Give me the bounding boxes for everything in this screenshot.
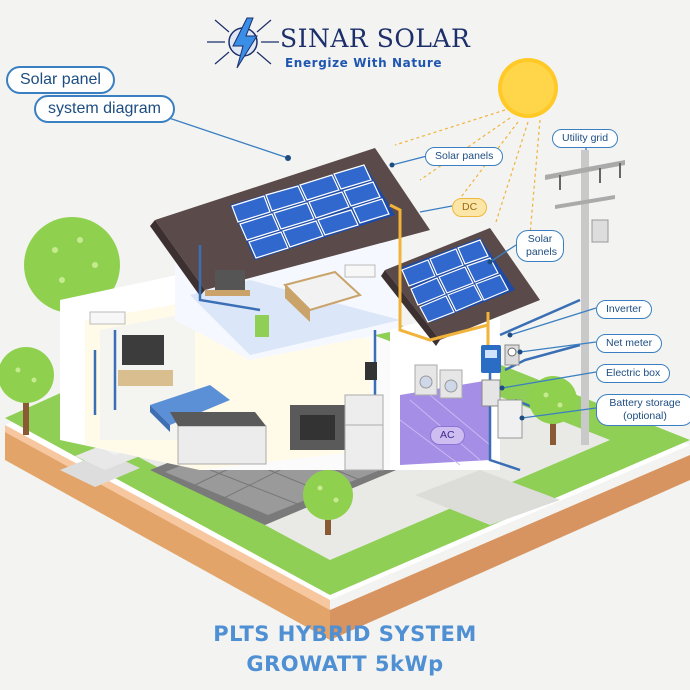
label-dc: DC [452, 198, 488, 217]
brand-header: SINAR SOLAR Energize With Nature [205, 12, 470, 72]
footer-title-line2: GROWATT 5kWp [246, 652, 444, 676]
label-ac: AC [430, 426, 465, 445]
diagram-title-line1: Solar panel [6, 66, 115, 94]
label-battery-storage: Battery storage (optional) [596, 394, 690, 426]
lightning-sun-logo-icon [207, 17, 279, 69]
diagram-title: Solar panel system diagram [6, 66, 194, 124]
label-solar-panels-annex: Solar panels [516, 230, 564, 262]
bedroom-furniture [205, 264, 376, 337]
label-net-meter: Net meter [596, 334, 663, 353]
label-electric-box: Electric box [596, 364, 671, 383]
sun-icon [498, 58, 558, 118]
house-annex [390, 300, 500, 470]
kitchen-appliances [290, 362, 384, 471]
brand-name: SINAR SOLAR [280, 24, 471, 53]
solar-panels-main [231, 164, 390, 259]
footer-title-line1: PLTS HYBRID SYSTEM [213, 622, 477, 646]
brand-tagline: Energize With Nature [285, 56, 443, 70]
label-utility-grid: Utility grid [552, 129, 619, 148]
label-inverter: Inverter [596, 300, 652, 319]
label-solar-panels-main: Solar panels [425, 147, 504, 166]
dc-wire [389, 203, 489, 342]
living-furniture [89, 311, 267, 465]
tree-front-left [0, 347, 54, 435]
callout-leaders [159, 114, 597, 421]
utility-pole [545, 150, 625, 445]
diagram-title-line2: system diagram [34, 95, 175, 123]
power-equipment [481, 344, 523, 439]
tree-front-center [303, 470, 353, 535]
walkway [415, 470, 560, 525]
